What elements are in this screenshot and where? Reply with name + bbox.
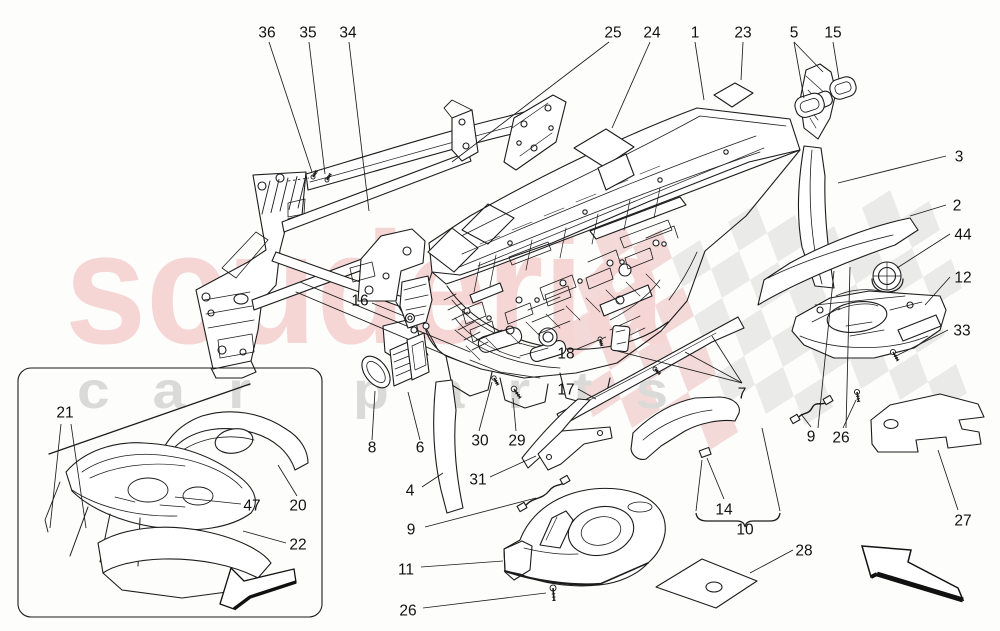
- svg-text:2: 2: [953, 198, 962, 215]
- svg-text:18: 18: [557, 346, 574, 363]
- svg-text:23: 23: [734, 25, 751, 42]
- svg-text:4: 4: [406, 483, 415, 500]
- svg-text:10: 10: [736, 522, 754, 539]
- svg-text:47: 47: [243, 498, 260, 515]
- svg-text:15: 15: [824, 25, 841, 42]
- svg-text:27: 27: [954, 513, 971, 530]
- svg-text:28: 28: [795, 543, 812, 560]
- svg-text:11: 11: [398, 562, 414, 579]
- svg-text:9: 9: [807, 429, 816, 446]
- svg-text:5: 5: [790, 25, 799, 42]
- svg-text:9: 9: [407, 522, 416, 539]
- svg-text:3: 3: [955, 149, 964, 166]
- svg-text:14: 14: [715, 502, 733, 519]
- svg-text:44: 44: [954, 227, 972, 244]
- svg-text:21: 21: [56, 405, 73, 422]
- svg-text:22: 22: [289, 537, 306, 554]
- svg-text:31: 31: [469, 472, 486, 489]
- svg-text:24: 24: [643, 25, 661, 42]
- svg-text:6: 6: [416, 440, 425, 457]
- svg-text:17: 17: [557, 382, 574, 399]
- svg-text:29: 29: [508, 433, 525, 450]
- svg-text:1: 1: [691, 25, 700, 42]
- svg-text:20: 20: [289, 498, 307, 515]
- svg-text:7: 7: [738, 386, 747, 403]
- svg-text:26: 26: [832, 430, 849, 447]
- svg-text:25: 25: [604, 25, 621, 42]
- svg-text:12: 12: [954, 270, 971, 287]
- svg-text:26: 26: [399, 603, 416, 620]
- svg-text:16: 16: [351, 293, 368, 310]
- svg-text:30: 30: [471, 433, 489, 450]
- svg-text:33: 33: [953, 323, 970, 340]
- svg-text:35: 35: [299, 25, 316, 42]
- svg-text:36: 36: [258, 25, 275, 42]
- svg-text:34: 34: [339, 25, 357, 42]
- svg-text:8: 8: [368, 440, 377, 457]
